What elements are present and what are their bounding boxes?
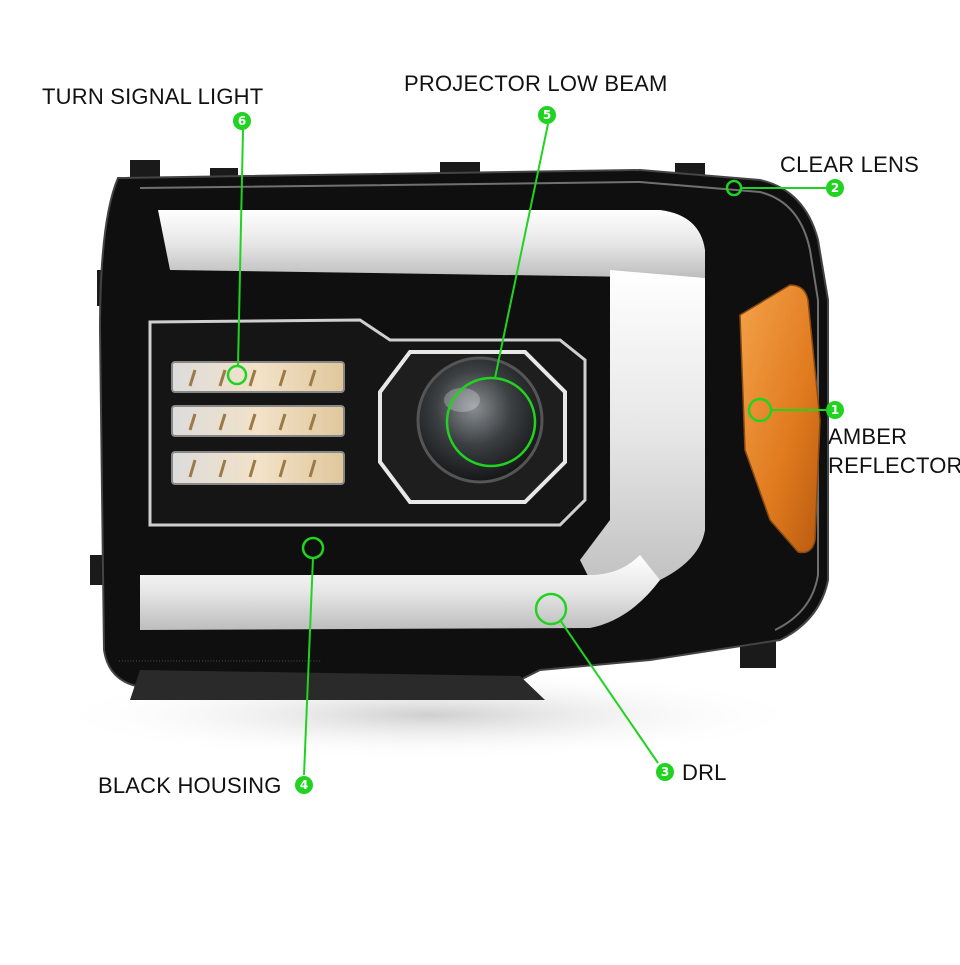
clear-lens-edge: [139, 180, 819, 631]
lower-trim: [130, 670, 545, 700]
callout-marker-icon: 1: [826, 401, 844, 419]
callout-marker-icon: 4: [295, 776, 313, 794]
drl-upper-bar: [158, 210, 705, 278]
black-housing-label: BLACK HOUSING: [98, 773, 282, 798]
target-circles: [226, 179, 773, 626]
turn-signal-strips: [171, 361, 345, 485]
amber-reflector-part: [739, 284, 821, 554]
drl-label: DRL: [682, 760, 727, 785]
turn-signal-light-label: TURN SIGNAL LIGHT: [42, 84, 264, 109]
leader-lines: [237, 123, 826, 776]
projector-lens: [416, 356, 544, 484]
callout-marker-icon: 2: [826, 179, 844, 197]
drl-vertical-bar: [580, 270, 705, 600]
callout-marker-icon: 3: [656, 763, 674, 781]
clear-lens-label: CLEAR LENS: [780, 152, 919, 177]
amber-reflector-label-line1: AMBER: [828, 424, 908, 449]
amber-reflector-label: AMBER REFLECTOR: [828, 422, 960, 480]
svg-text:······························: ········································…: [118, 657, 321, 667]
amber-reflector-label-line2: REFLECTOR: [828, 453, 960, 478]
callout-marker-icon: 6: [233, 112, 251, 130]
projector-low-beam-label: PROJECTOR LOW BEAM: [404, 71, 668, 96]
callout-marker-icon: 5: [538, 106, 556, 124]
drl-lower-bar: [140, 555, 660, 630]
